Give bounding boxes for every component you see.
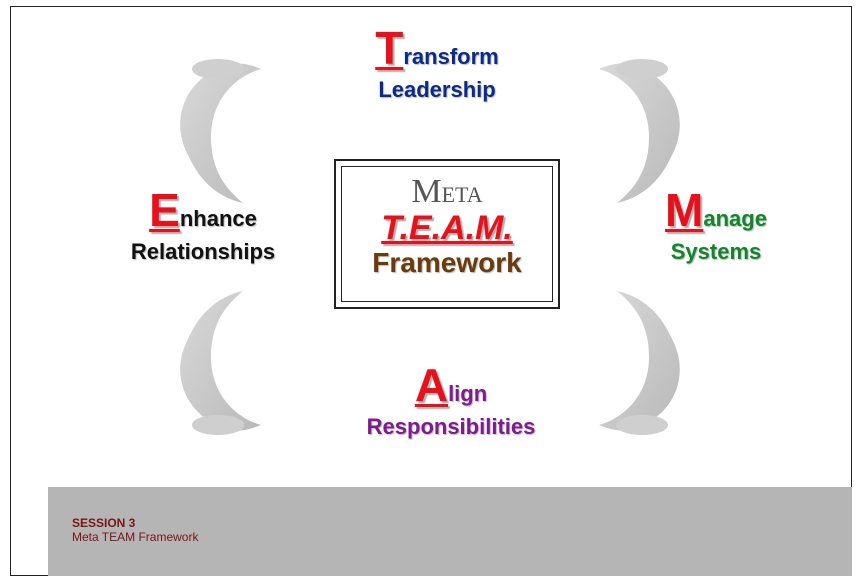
systems-label: Systems	[670, 239, 762, 264]
letter-m: M	[665, 184, 704, 236]
team-title: T.E.A.M.	[381, 209, 513, 247]
meta-initial: M	[411, 173, 442, 210]
cycle-arrows	[180, 59, 680, 435]
transform-word: ransform	[403, 44, 499, 69]
letter-e: E	[149, 184, 180, 236]
session-label: SESSION 3	[72, 516, 136, 530]
center-inner-frame: META T.E.A.M. Framework	[341, 166, 553, 302]
footer-bar: SESSION 3 Meta TEAM Framework	[48, 487, 852, 576]
enhance-word: nhance	[179, 206, 257, 231]
letter-t: T	[375, 22, 404, 74]
quadrant-enhance: Enhance Relationships	[83, 187, 323, 265]
slide: Transform Leadership Enhance Relationshi…	[10, 6, 852, 576]
manage-word: anage	[703, 206, 767, 231]
arrow-bottom-left	[180, 291, 261, 435]
align-word: lign	[448, 381, 488, 406]
quadrant-manage: Manage Systems	[616, 187, 816, 265]
framework-title: Framework	[372, 247, 522, 279]
leadership-label: Leadership	[378, 77, 496, 102]
quadrant-transform: Transform Leadership	[307, 25, 567, 103]
responsibilities-label: Responsibilities	[366, 414, 536, 439]
meta-rest: ETA	[441, 182, 483, 207]
letter-a: A	[414, 359, 449, 411]
center-framework-box: META T.E.A.M. Framework	[334, 159, 560, 309]
arrow-bottom-right	[599, 291, 680, 435]
quadrant-align: Align Responsibilities	[311, 362, 591, 440]
session-subtitle: Meta TEAM Framework	[72, 530, 199, 544]
arrow-top-left	[180, 59, 261, 203]
relationships-label: Relationships	[130, 239, 276, 264]
arrow-top-right	[599, 59, 680, 203]
meta-title: META	[342, 167, 552, 209]
